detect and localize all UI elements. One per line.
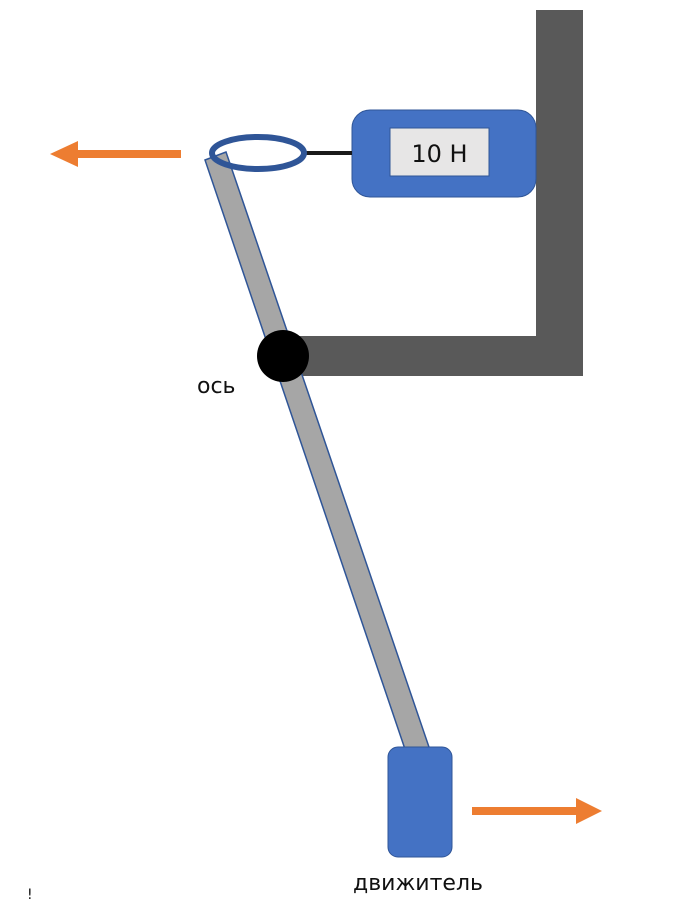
ring: [209, 134, 307, 172]
force-arrow-right: [472, 798, 602, 824]
pivot-axis: [257, 330, 309, 382]
thruster-body: [387, 746, 453, 858]
stray-mark: !: [27, 887, 33, 903]
force-gauge-display: [389, 127, 490, 177]
gauge-reading-label: 10 Н: [411, 140, 467, 168]
frame-horizontal-arm: [284, 336, 583, 376]
pivot-label: ось: [197, 374, 236, 399]
thruster-label: движитель: [353, 871, 483, 896]
frame-vertical-post: [536, 10, 583, 376]
lever-rod: [204, 151, 431, 759]
force-arrow-left: [50, 141, 181, 167]
